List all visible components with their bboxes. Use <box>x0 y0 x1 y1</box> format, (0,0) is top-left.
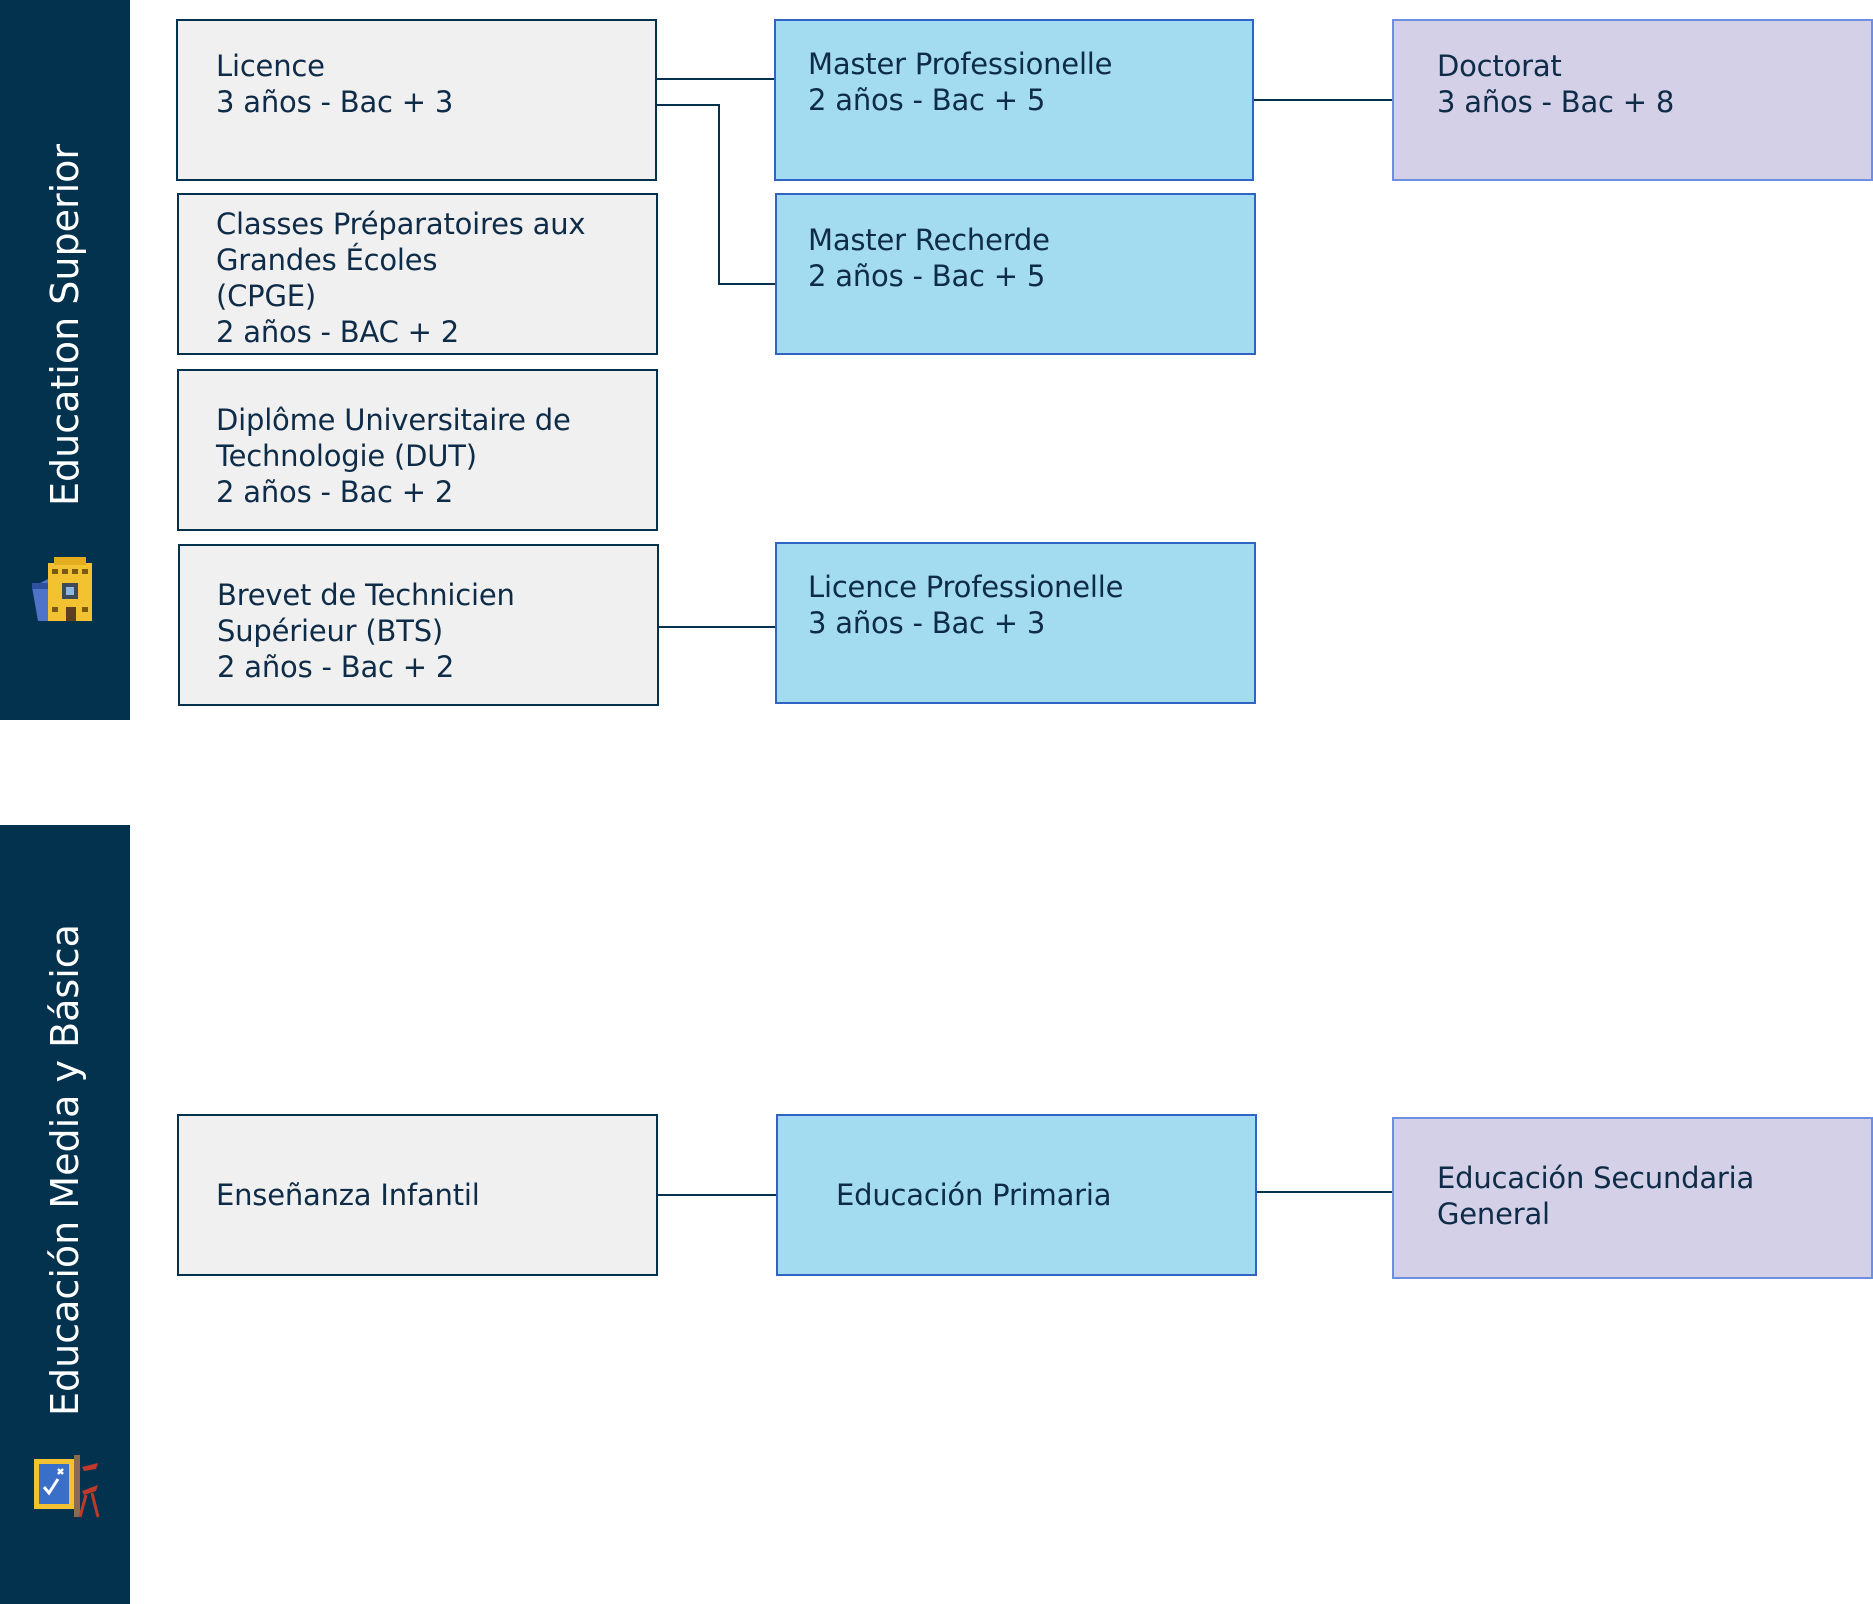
node-licence-professionelle[interactable]: Licence Professionelle 3 años - Bac + 3 <box>775 542 1256 704</box>
node-doctorat-label: Doctorat 3 años - Bac + 8 <box>1437 49 1675 119</box>
node-master-professionelle[interactable]: Master Professionelle 2 años - Bac + 5 <box>774 19 1254 181</box>
node-doctorat[interactable]: Doctorat 3 años - Bac + 8 <box>1392 19 1873 181</box>
chalkboard-easel-icon <box>34 1455 100 1518</box>
node-licence-label: Licence 3 años - Bac + 3 <box>216 49 454 119</box>
node-cpge[interactable]: Classes Préparatoires aux Grandes Écoles… <box>177 193 658 355</box>
node-master-professionelle-label: Master Professionelle 2 años - Bac + 5 <box>808 47 1113 117</box>
node-master-recherde-label: Master Recherde 2 años - Bac + 5 <box>808 223 1050 293</box>
university-building-icon <box>32 557 92 621</box>
node-educacion-secundaria[interactable]: Educación Secundaria General <box>1392 1117 1873 1279</box>
node-bts[interactable]: Brevet de Technicien Supérieur (BTS) 2 a… <box>178 544 659 706</box>
node-ensenanza-infantil-label: Enseñanza Infantil <box>216 1178 480 1212</box>
node-dut-label: Diplôme Universitaire de Technologie (DU… <box>216 403 571 509</box>
node-licence-professionelle-label: Licence Professionelle 3 años - Bac + 3 <box>808 570 1124 640</box>
section-band-superior: Education Superior <box>0 0 130 720</box>
edge-licence-master-rech <box>657 104 775 285</box>
node-dut[interactable]: Diplôme Universitaire de Technologie (DU… <box>177 369 658 531</box>
node-educacion-secundaria-label: Educación Secundaria General <box>1437 1161 1755 1231</box>
node-educacion-primaria[interactable]: Educación Primaria <box>776 1114 1257 1276</box>
node-master-recherde[interactable]: Master Recherde 2 años - Bac + 5 <box>775 193 1256 355</box>
node-bts-label: Brevet de Technicien Supérieur (BTS) 2 a… <box>217 578 515 684</box>
node-educacion-primaria-label: Educación Primaria <box>836 1178 1112 1212</box>
node-ensenanza-infantil[interactable]: Enseñanza Infantil <box>177 1114 658 1276</box>
node-licence[interactable]: Licence 3 años - Bac + 3 <box>176 19 657 181</box>
node-cpge-label: Classes Préparatoires aux Grandes Écoles… <box>216 207 586 349</box>
section-band-media-basica: Educación Media y Básica <box>0 825 130 1604</box>
